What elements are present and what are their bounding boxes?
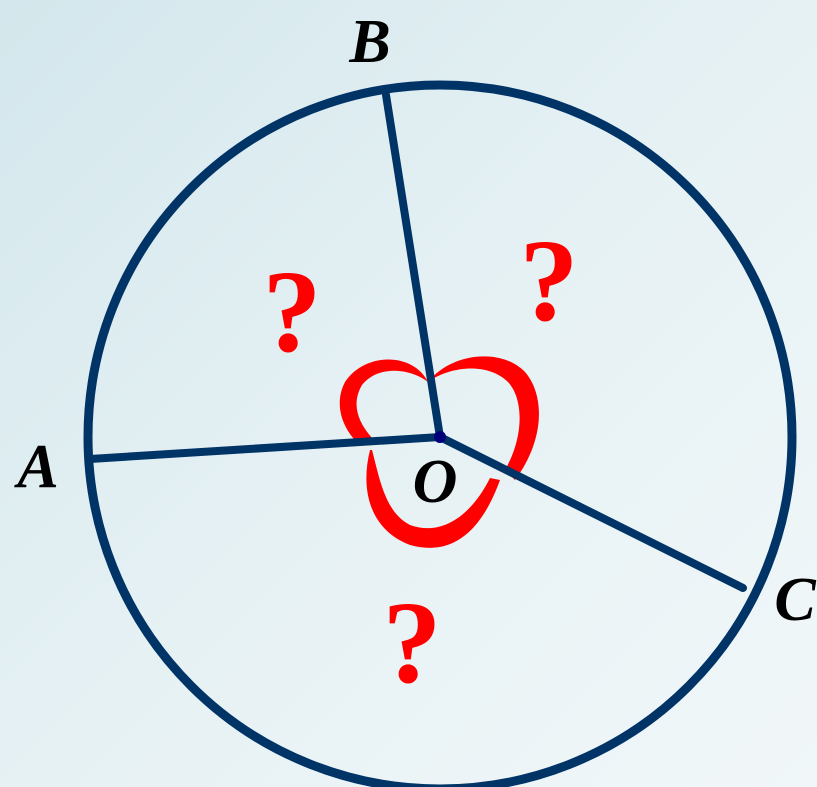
radius-oa	[86, 433, 444, 463]
radius-ob	[382, 91, 444, 441]
angle-arc-aob	[339, 359, 428, 445]
point-label-a: A	[13, 433, 58, 501]
center-point	[434, 431, 446, 443]
angle-marker-arcs	[339, 356, 539, 548]
angle-arc-coa	[366, 450, 500, 548]
question-mark-aob: ?	[263, 246, 322, 377]
point-label-b: B	[348, 8, 390, 76]
radius-oc	[436, 433, 747, 592]
point-label-c: C	[774, 566, 816, 634]
point-label-o: O	[413, 448, 458, 516]
question-mark-coa: ?	[383, 577, 442, 708]
question-mark-boc: ?	[520, 215, 579, 346]
main-circle	[83, 80, 797, 787]
